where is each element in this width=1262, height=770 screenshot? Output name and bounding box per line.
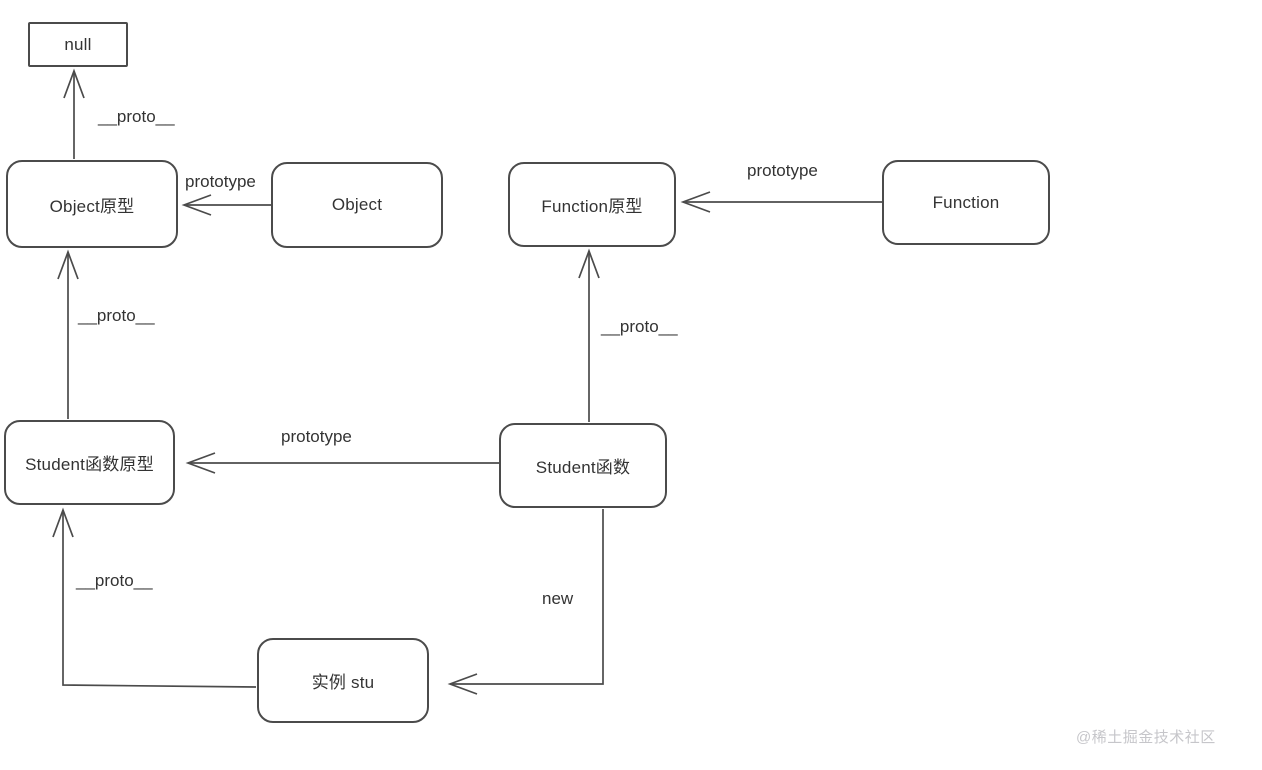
watermark: @稀土掘金技术社区: [1076, 729, 1216, 746]
node-student-label: Student函数: [535, 458, 631, 477]
edge-stu-to-studentproto: [52, 507, 257, 688]
edge-label-prototype-object: prototype: [185, 172, 256, 191]
node-student-prototype-label: Student函数原型: [25, 455, 154, 474]
node-stu-instance-label: 实例 stu: [311, 673, 375, 692]
node-null-label: null: [64, 34, 92, 54]
edge-student-new-stu: [447, 509, 604, 695]
edge-label-proto-studentproto-objectproto: __proto__: [78, 306, 155, 325]
node-function-label: Function: [932, 192, 1000, 212]
node-object-prototype-label: Object原型: [49, 196, 135, 216]
node-function-prototype: Function原型: [508, 162, 676, 247]
node-student: Student函数: [499, 423, 667, 508]
node-function: Function: [882, 160, 1050, 245]
node-null: null: [28, 22, 128, 67]
node-function-prototype-label: Function原型: [541, 197, 643, 216]
node-student-prototype: Student函数原型: [4, 420, 175, 505]
node-object-prototype: Object原型: [6, 160, 178, 248]
edge-label-prototype-function: prototype: [747, 161, 818, 180]
node-object-label: Object: [331, 195, 383, 214]
node-object: Object: [271, 162, 443, 248]
edge-label-proto-student-functionproto: __proto__: [601, 317, 678, 336]
edge-label-prototype-student: prototype: [281, 427, 352, 446]
node-stu-instance: 实例 stu: [257, 638, 429, 723]
edge-label-proto-stu-studentproto: __proto__: [76, 571, 153, 590]
edge-label-proto-objectproto-null: __proto__: [98, 107, 175, 126]
edge-label-new: new: [542, 589, 574, 608]
